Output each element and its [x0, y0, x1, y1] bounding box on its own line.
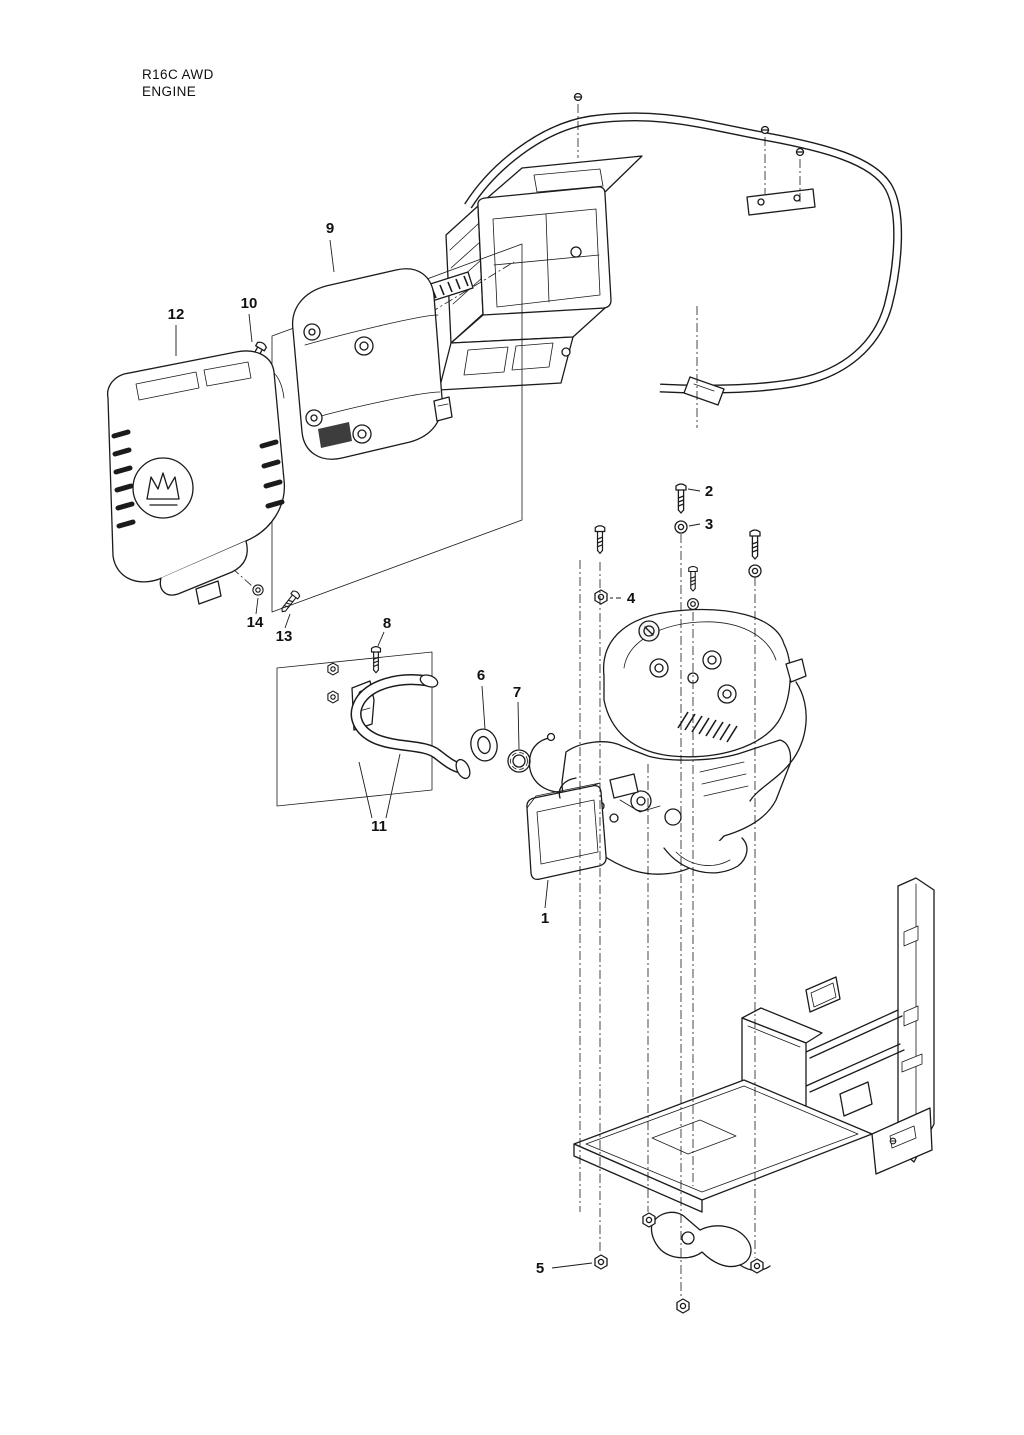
small-screw-icon: [573, 92, 583, 102]
callout-14: 14: [247, 614, 264, 631]
callout-7: 7: [513, 684, 521, 701]
bolt-icon: [688, 565, 698, 592]
exhaust-pipe-assembly: [327, 646, 471, 780]
tube-bracket: [746, 188, 816, 216]
callout-6: 6: [477, 667, 485, 684]
caster-bracket: [650, 1211, 752, 1268]
nut-5: [750, 1258, 764, 1274]
bolt-8: [370, 646, 382, 674]
gasket-6: [470, 728, 498, 762]
small-screw-icon: [760, 125, 770, 135]
small-screw-icon: [795, 147, 805, 157]
chassis-frame: [573, 877, 935, 1272]
handlebar-tube: [464, 92, 903, 428]
nut-5: [642, 1212, 656, 1228]
callout-12: 12: [168, 306, 185, 323]
alignment-guides: [579, 534, 756, 1296]
engine-mount-hardware: [594, 483, 762, 610]
pipe-outlet-flange: [455, 758, 471, 780]
drawing-header: R16C AWD ENGINE: [142, 66, 214, 100]
bolt-13: [278, 589, 302, 615]
callout-2: 2: [705, 483, 713, 500]
bolt-icon: [749, 529, 761, 560]
gasket-7: [507, 749, 531, 773]
bolt-2: [675, 483, 687, 514]
section-title: ENGINE: [142, 84, 197, 99]
washer-icon: [748, 564, 762, 578]
small-screw-icon: [889, 1137, 897, 1145]
husqvarna-logo: [132, 457, 194, 519]
fuel-cap: [638, 620, 660, 642]
nut-5: [676, 1298, 690, 1314]
callout-3: 3: [705, 516, 713, 533]
muffler-label-plate: [318, 422, 352, 448]
engine-bracket: [785, 658, 807, 683]
washer-14: [252, 584, 264, 596]
model-title: R16C AWD: [142, 67, 214, 82]
engine-cover: [106, 350, 286, 605]
pipe-inlet-flange: [419, 674, 439, 688]
leader-lines: [175, 239, 701, 1269]
washer-3: [674, 520, 688, 534]
callout-5: 5: [536, 1260, 544, 1277]
air-filter-box: [526, 777, 607, 881]
callout-8: 8: [383, 615, 391, 632]
carburetor: [609, 773, 639, 799]
callout-4: 4: [627, 590, 636, 607]
washer-icon: [687, 598, 699, 610]
nut-icon: [327, 690, 339, 704]
nut-icon: [327, 662, 339, 676]
callout-9: 9: [326, 220, 334, 237]
engine: [526, 608, 807, 881]
bolt-icon: [594, 525, 606, 554]
callout-10: 10: [241, 295, 258, 312]
muffler: [291, 268, 453, 460]
muffler-outlet: [433, 396, 453, 422]
kill-switch-wire: [528, 737, 567, 793]
mounting-box: [423, 155, 643, 391]
callout-13: 13: [276, 628, 293, 645]
nut-5: [594, 1254, 608, 1270]
callout-1: 1: [541, 910, 549, 927]
nut-4: [594, 589, 608, 605]
engine-shroud: [602, 608, 791, 758]
tube-clamp: [683, 376, 725, 406]
throttle-cable: [749, 681, 807, 802]
callout-11: 11: [371, 818, 387, 835]
cooling-vents: [677, 711, 738, 743]
